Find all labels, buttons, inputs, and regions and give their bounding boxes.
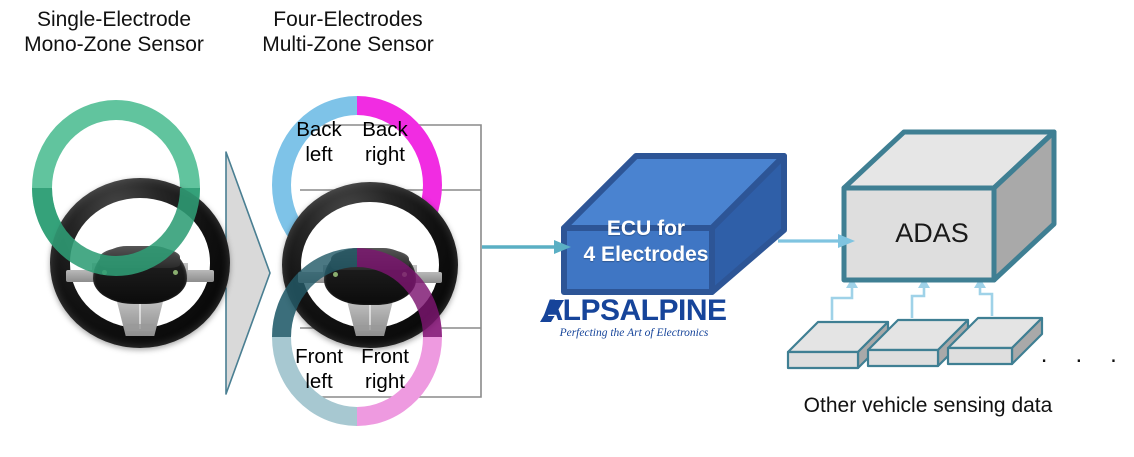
other-sensing-caption: Other vehicle sensing data: [803, 394, 1053, 417]
ecu-box: [561, 153, 787, 295]
adas-box: [841, 129, 1057, 283]
arrow-wheel-to-ecu: [482, 240, 571, 254]
zone-arc-front-overlap: [272, 248, 442, 338]
arrow-ecu-to-adas: [778, 234, 855, 248]
steering-wheel-badge: [125, 324, 155, 331]
alps-alpine-logo: ALPSALPINE Perfecting the Art of Electro…: [528, 296, 740, 346]
zone-label-front-right: Front right: [361, 345, 409, 393]
zone-label-front-left: Front left: [295, 345, 343, 393]
zone-label-back-left: Back left: [296, 118, 342, 166]
mono-zone-ring-front-segment: [32, 187, 200, 276]
steering-wheel-hub-dot-right: [172, 269, 178, 275]
alps-alpine-wordmark: ALPSALPINE: [541, 294, 727, 327]
other-sensor-boxes: [786, 278, 1044, 370]
steering-wheel-spoke-highlight: [369, 286, 371, 330]
heading-four-electrodes: Four-Electrodes Multi-Zone Sensor: [262, 8, 434, 56]
adas-label: ADAS: [895, 218, 969, 248]
steering-wheel-hub-dot-left: [333, 271, 339, 277]
heading-single-electrode: Single-Electrode Mono-Zone Sensor: [24, 8, 204, 56]
alps-logo-mark-icon: [540, 300, 564, 322]
ecu-label: ECU for 4 Electrodes: [583, 217, 709, 266]
steering-wheel-badge: [355, 324, 385, 332]
steering-wheel-spoke-highlight: [139, 285, 141, 330]
alps-alpine-tagline: Perfecting the Art of Electronics: [559, 327, 709, 339]
sensor-ellipsis: . . .: [1034, 341, 1119, 368]
zone-label-back-right: Back right: [362, 118, 408, 166]
